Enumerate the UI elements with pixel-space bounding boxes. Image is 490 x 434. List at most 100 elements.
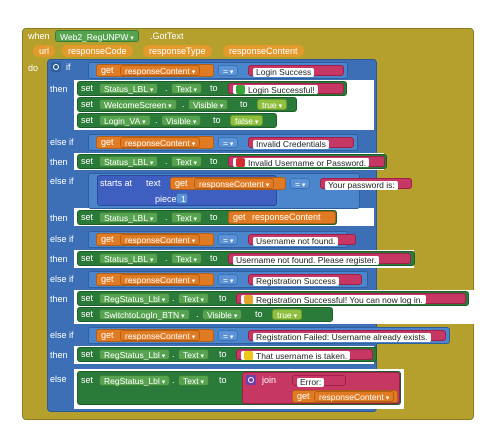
- set-label: set: [81, 99, 94, 109]
- text-block-7[interactable]: Error:: [292, 375, 346, 387]
- text-value-5[interactable]: Registration Success: [253, 277, 339, 286]
- text-value-2a[interactable]: Invalid Username or Password.: [248, 158, 367, 168]
- text-value-6[interactable]: Registration Failed: Username already ex…: [253, 333, 431, 342]
- event-component-dropdown[interactable]: Web2_RegUNPW: [55, 30, 139, 42]
- compare-op-dropdown-1[interactable]: =: [218, 65, 239, 76]
- compare-op-dropdown-4[interactable]: =: [218, 234, 239, 245]
- text-value-7[interactable]: Error:: [297, 378, 325, 387]
- compare-op-dropdown-2[interactable]: =: [218, 137, 239, 148]
- text-block-6[interactable]: Registration Failed: Username already ex…: [248, 330, 446, 342]
- dot-label: .: [196, 309, 199, 319]
- to-label: to: [240, 99, 248, 109]
- set-property-dropdown-5a[interactable]: Text: [178, 293, 210, 304]
- event-when-label: when: [28, 31, 50, 41]
- text-value-4[interactable]: Username not found.: [253, 237, 339, 246]
- set-property-dropdown-7[interactable]: Text: [178, 375, 210, 386]
- to-label: to: [219, 293, 227, 303]
- text-block-4a[interactable]: Username not found. Please register.: [228, 253, 411, 265]
- param-responsecode[interactable]: responseCode: [62, 45, 133, 57]
- set-label: set: [81, 309, 94, 319]
- set-component-dropdown-1c[interactable]: Login_VA: [99, 115, 151, 126]
- set-property-dropdown-3[interactable]: Text: [171, 212, 203, 223]
- param-responsecontent[interactable]: responseContent: [223, 45, 304, 57]
- text-block-2[interactable]: Invalid Credentials: [248, 137, 354, 149]
- elseif-label-2: else if: [50, 176, 74, 186]
- text-block-5[interactable]: Registration Success: [248, 274, 362, 286]
- set-property-dropdown-5b[interactable]: Visible: [202, 309, 243, 320]
- set-component-dropdown-4[interactable]: Status_LBL: [99, 253, 159, 264]
- get-var-dropdown-2[interactable]: responseContent: [120, 137, 201, 148]
- text-value-6a[interactable]: That username is taken.: [256, 351, 348, 361]
- text-block-3[interactable]: Your password is:: [320, 178, 412, 190]
- starts-at-label: starts at: [100, 178, 133, 188]
- set-component-dropdown-2[interactable]: Status_LBL: [99, 156, 159, 167]
- set-component-dropdown-1a[interactable]: Status_LBL: [99, 83, 159, 94]
- text-value-1[interactable]: Login Success: [253, 68, 315, 77]
- bool-dropdown-5b[interactable]: true: [272, 309, 303, 320]
- dot-label: .: [165, 212, 168, 222]
- get-block-3a[interactable]: [228, 211, 336, 224]
- mutator-gear-icon[interactable]: [51, 62, 61, 72]
- text-value-1a[interactable]: Login Successful!: [248, 85, 315, 95]
- dot-label: .: [172, 375, 175, 385]
- set-property-dropdown-1a[interactable]: Text: [171, 83, 203, 94]
- dot-label: .: [165, 156, 168, 166]
- get-var-dropdown-7[interactable]: responseContent: [314, 391, 395, 402]
- text-block-6a[interactable]: That username is taken.: [236, 349, 373, 361]
- then-label-1: then: [50, 84, 68, 94]
- set-label: set: [81, 156, 94, 166]
- set-property-dropdown-2[interactable]: Text: [171, 156, 203, 167]
- set-component-dropdown-7[interactable]: RegStatus_Lbl: [99, 375, 171, 386]
- set-property-dropdown-6[interactable]: Text: [178, 349, 210, 360]
- to-label: to: [255, 309, 263, 319]
- get-label: get: [101, 274, 114, 284]
- get-var-dropdown-3[interactable]: responseContent: [194, 178, 275, 189]
- param-url[interactable]: url: [33, 45, 56, 57]
- text-value-5a[interactable]: Registration Successful! You can now log…: [256, 295, 423, 305]
- set-property-dropdown-1b[interactable]: Visible: [188, 99, 229, 110]
- to-label: to: [210, 212, 218, 222]
- set-label: set: [81, 293, 94, 303]
- get-var-dropdown-5[interactable]: responseContent: [120, 274, 201, 285]
- get-var-label-3a[interactable]: responseContent: [252, 212, 321, 222]
- get-label: get: [101, 330, 114, 340]
- set-label: set: [81, 253, 94, 263]
- get-var-dropdown-6[interactable]: responseContent: [120, 330, 201, 341]
- set-component-dropdown-5b[interactable]: SwitchtoLogIn_BTN: [99, 309, 190, 320]
- piece-label: piece: [155, 194, 177, 204]
- event-name-label: .GotText: [150, 31, 184, 41]
- param-responsetype[interactable]: responseType: [143, 45, 212, 57]
- set-property-dropdown-1c[interactable]: Visible: [161, 115, 202, 126]
- check-icon: [236, 85, 245, 94]
- piece-number-block[interactable]: 1: [176, 193, 188, 204]
- to-label: to: [210, 83, 218, 93]
- set-component-dropdown-5a[interactable]: RegStatus_Lbl: [99, 293, 171, 304]
- set-property-dropdown-4[interactable]: Text: [171, 253, 203, 264]
- text-value-2[interactable]: Invalid Credentials: [253, 140, 329, 149]
- then-label-6: then: [50, 350, 68, 360]
- bool-dropdown-1c[interactable]: false: [230, 115, 264, 126]
- bool-dropdown-1b[interactable]: true: [257, 99, 288, 110]
- join-gear-icon[interactable]: [246, 375, 256, 385]
- compare-op-dropdown-5[interactable]: =: [218, 274, 239, 285]
- elseif-label-4: else if: [50, 274, 74, 284]
- compare-op-dropdown-6[interactable]: =: [218, 330, 239, 341]
- dot-label: .: [172, 349, 175, 359]
- set-label: set: [81, 349, 94, 359]
- compare-op-dropdown-3[interactable]: =: [290, 178, 311, 189]
- set-component-dropdown-3[interactable]: Status_LBL: [99, 212, 159, 223]
- get-var-dropdown-4[interactable]: responseContent: [120, 234, 201, 245]
- text-value-3[interactable]: Your password is:: [325, 181, 398, 190]
- get-var-dropdown-1[interactable]: responseContent: [120, 65, 201, 76]
- text-block-5a[interactable]: Registration Successful! You can now log…: [236, 293, 466, 305]
- set-label: set: [81, 115, 94, 125]
- text-block-1[interactable]: Login Success: [248, 65, 344, 77]
- set-label: set: [81, 375, 94, 385]
- text-block-2a[interactable]: Invalid Username or Password.: [228, 156, 385, 168]
- text-value-4a[interactable]: Username not found. Please register.: [233, 256, 380, 265]
- set-component-dropdown-1b[interactable]: WelcomeScreen: [99, 99, 177, 110]
- text-block-1a[interactable]: Login Successful!: [228, 83, 344, 95]
- set-component-dropdown-6[interactable]: RegStatus_Lbl: [99, 349, 171, 360]
- text-block-4[interactable]: Username not found.: [248, 234, 356, 246]
- dot-label: .: [165, 253, 168, 263]
